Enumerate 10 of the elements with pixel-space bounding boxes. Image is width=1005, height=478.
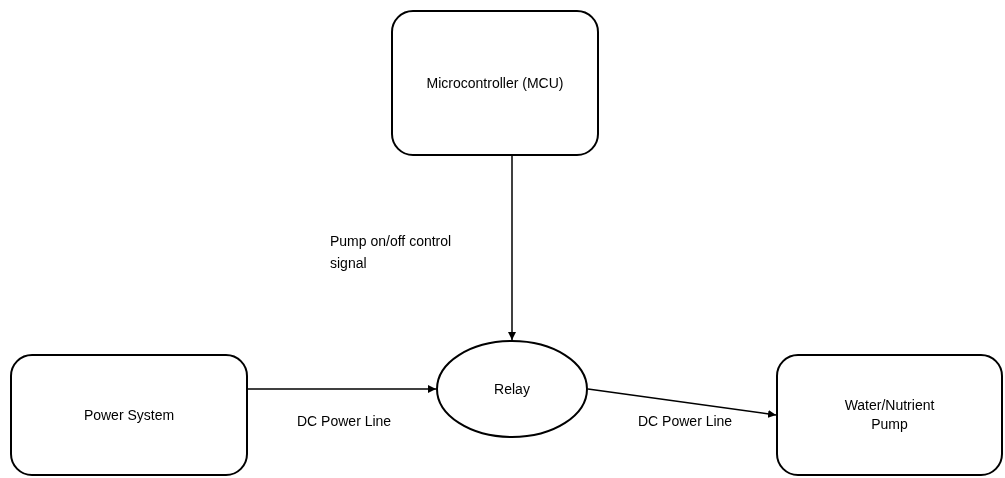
node-label: Power System [83, 405, 175, 425]
arrow [508, 155, 516, 341]
process-box [776, 354, 1003, 476]
node-label: Microcontroller (MCU) [426, 73, 564, 93]
node-label: Relay [494, 379, 530, 399]
node-label: Water/Nutrient Pump [843, 396, 936, 434]
arrow [247, 385, 437, 393]
process-box [391, 10, 599, 156]
process-box [10, 354, 248, 476]
arrow [587, 388, 777, 418]
